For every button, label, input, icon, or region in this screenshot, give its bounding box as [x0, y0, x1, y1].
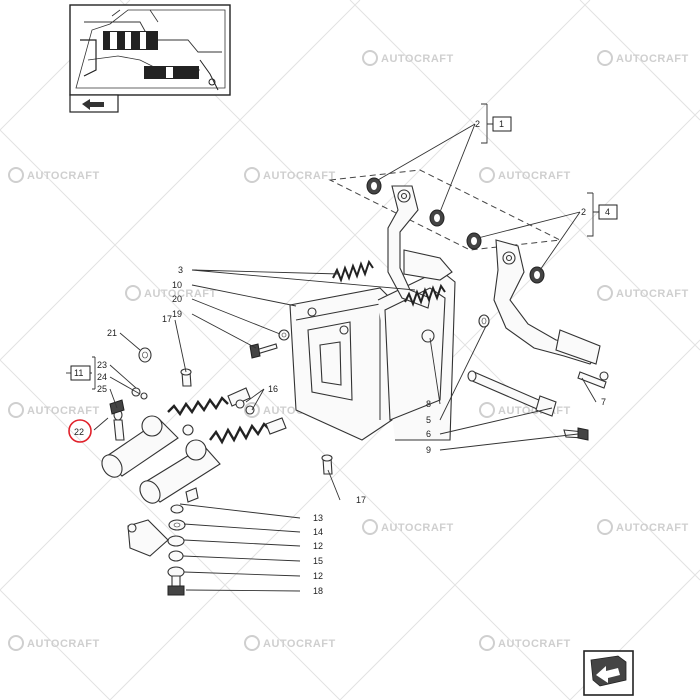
callout-17-upper: 17 [162, 314, 172, 324]
watermark-logo: AUTOCRAFT [125, 285, 217, 301]
brake-pedal-arm [493, 239, 601, 365]
callout-2-right: 2 [581, 207, 586, 217]
callout-14: 14 [313, 527, 323, 537]
leader-lines [66, 103, 599, 592]
watermark-logo: AUTOCRAFT [362, 519, 454, 535]
callout-22-highlight[interactable]: 22 [68, 419, 92, 443]
callout-25: 25 [97, 384, 107, 394]
watermark-logo: AUTOCRAFT [479, 635, 571, 651]
svg-text:AUTOCRAFT: AUTOCRAFT [498, 638, 571, 650]
callout-13: 13 [313, 513, 323, 523]
callout-20: 20 [172, 294, 182, 304]
svg-text:1: 1 [499, 119, 504, 129]
pedal-frame-dashed [328, 169, 562, 251]
callout-23: 23 [97, 360, 107, 370]
svg-text:AUTOCRAFT: AUTOCRAFT [616, 522, 689, 534]
svg-text:AUTOCRAFT: AUTOCRAFT [616, 53, 689, 65]
arrow-left-icon [82, 99, 104, 110]
location-inset [69, 4, 231, 96]
highlight-ring [68, 419, 92, 443]
watermark-logo: AUTOCRAFT [362, 50, 454, 66]
watermark-logo: AUTOCRAFT [244, 635, 336, 651]
svg-text:AUTOCRAFT: AUTOCRAFT [381, 53, 454, 65]
watermark-logo: AUTOCRAFT [597, 50, 689, 66]
callout-9: 9 [426, 445, 431, 455]
inset-nav-button[interactable] [69, 94, 119, 113]
svg-text:AUTOCRAFT: AUTOCRAFT [144, 288, 217, 300]
callout-24: 24 [97, 372, 107, 382]
callout-22: 22 [74, 427, 84, 437]
watermark-logo: AUTOCRAFT [8, 167, 100, 183]
bushings [366, 177, 545, 284]
pivot-shaft [467, 314, 609, 441]
callout-17-lower: 17 [356, 495, 366, 505]
callout-box-1: 1 [492, 116, 512, 132]
svg-text:AUTOCRAFT: AUTOCRAFT [381, 522, 454, 534]
callout-box-11: 11 [70, 365, 91, 381]
callout-10: 10 [172, 280, 182, 290]
watermark-logo: AUTOCRAFT [244, 167, 336, 183]
svg-text:AUTOCRAFT: AUTOCRAFT [27, 638, 100, 650]
callout-8: 8 [426, 399, 431, 409]
callout-12-lower: 12 [313, 571, 323, 581]
callout-18: 18 [313, 586, 323, 596]
watermark-logo: AUTOCRAFT [597, 285, 689, 301]
svg-text:AUTOCRAFT: AUTOCRAFT [263, 170, 336, 182]
callout-16: 16 [268, 384, 278, 394]
callout-3: 3 [178, 265, 183, 275]
bolts [138, 329, 333, 475]
corner-nav-button[interactable] [583, 650, 634, 696]
watermark-logo: AUTOCRAFT [597, 519, 689, 535]
svg-text:AUTOCRAFT: AUTOCRAFT [616, 288, 689, 300]
callouts: 3 10 20 19 17 21 23 24 25 16 17 13 14 12… [97, 119, 606, 596]
callout-21: 21 [107, 328, 117, 338]
callout-6: 6 [426, 429, 431, 439]
svg-text:AUTOCRAFT: AUTOCRAFT [263, 638, 336, 650]
watermark-logo: AUTOCRAFT [8, 402, 100, 418]
callout-2-top: 2 [475, 119, 480, 129]
pedal-bracket [289, 269, 456, 441]
svg-text:4: 4 [605, 207, 610, 217]
master-cylinder-lower [139, 399, 287, 504]
svg-text:AUTOCRAFT: AUTOCRAFT [27, 405, 100, 417]
return-springs [332, 259, 446, 307]
callout-19: 19 [172, 309, 182, 319]
callout-15: 15 [313, 556, 323, 566]
callout-box-4: 4 [598, 204, 618, 220]
watermark-logo: AUTOCRAFT [479, 167, 571, 183]
watermark-logo: AUTOCRAFT [8, 635, 100, 651]
svg-text:AUTOCRAFT: AUTOCRAFT [27, 170, 100, 182]
callout-12-upper: 12 [313, 541, 323, 551]
mounting-plate [127, 504, 186, 596]
svg-text:AUTOCRAFT: AUTOCRAFT [498, 170, 571, 182]
watermark-logo: AUTOCRAFT [479, 402, 570, 418]
master-cylinder-upper [101, 387, 251, 478]
callout-7: 7 [601, 397, 606, 407]
arrow-down-left-icon [596, 666, 620, 683]
svg-text:11: 11 [74, 368, 83, 378]
callout-5: 5 [426, 415, 431, 425]
